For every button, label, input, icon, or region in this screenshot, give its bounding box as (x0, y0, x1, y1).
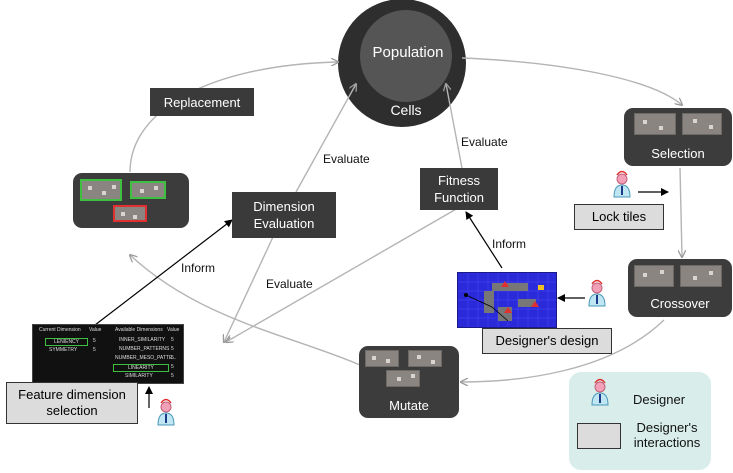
designer-person-icon (156, 398, 176, 426)
crossover-label: Crossover (650, 296, 710, 311)
current-row-1-value: 5 (93, 338, 96, 344)
legend-designer-label: Designer (633, 392, 686, 407)
available-value-header: Value (167, 327, 180, 333)
evaluate-label-fitness: Evaluate (461, 135, 508, 149)
arrow-population-to-selection (461, 57, 682, 105)
available-row-4: LINEARITY (113, 364, 169, 372)
arrow-cells-to-population (129, 62, 338, 173)
dimension-evaluation-node: Dimension Evaluation (232, 192, 336, 238)
available-row-4-value: 5 (171, 364, 174, 370)
arrow-crossover-to-mutate (461, 319, 665, 382)
selection-thumbnail-1 (634, 113, 676, 135)
crossover-thumbnail-1 (634, 265, 674, 287)
replacement-node: Replacement (150, 88, 254, 116)
available-row-3: NUMBER_MESO_PATTE... (115, 355, 177, 361)
current-row-2-value: 5 (93, 347, 96, 353)
available-row-2-value: 5 (171, 346, 174, 352)
legend-interaction-swatch (577, 423, 621, 449)
available-row-5-value: 5 (171, 373, 174, 379)
mutate-thumbnail-2 (408, 350, 442, 367)
available-row-5: SIMILARITY (125, 373, 153, 379)
current-value-header: Value (89, 327, 102, 333)
population-title: Population (372, 44, 444, 61)
mutate-label: Mutate (389, 398, 429, 413)
lock-tiles-box: Lock tiles (574, 204, 664, 230)
available-row-1-value: 5 (171, 337, 174, 343)
feature-dimension-selection-box: Feature dimension selection (6, 382, 138, 424)
crossover-thumbnail-2 (680, 265, 722, 287)
arrow-fitness-to-population (446, 84, 463, 169)
current-dimension-header: Current Dimension (39, 327, 81, 333)
available-row-2: NUMBER_PATTERNS (119, 346, 170, 352)
fitness-function-node: Fitness Function (420, 168, 498, 210)
arrow-dimension-to-population (295, 84, 356, 193)
cell-thumbnail-3 (113, 205, 147, 222)
legend-designer-icon (590, 378, 610, 406)
designer-person-icon (612, 170, 632, 198)
arrow-dimension-to-mutate-evaluate (224, 236, 274, 342)
mutate-thumbnail-3 (386, 370, 420, 387)
population-node (338, 0, 466, 127)
feature-dimension-panel: Current Dimension Value LENIENCY 5 SYMME… (32, 324, 184, 384)
designers-design-box: Designer's design (482, 328, 612, 354)
evaluate-label-top: Evaluate (323, 152, 370, 166)
inform-label-left: Inform (181, 261, 216, 275)
inform-label-right: Inform (492, 237, 527, 251)
designer-design-map (457, 272, 557, 328)
mutate-thumbnail-1 (365, 350, 399, 367)
arrow-fitness-to-mutate-evaluate (226, 207, 459, 342)
current-row-1: LENIENCY (45, 338, 89, 346)
designer-person-icon (587, 279, 607, 307)
population-subtitle: Cells (390, 102, 422, 118)
available-row-3-value: 5 (171, 355, 174, 361)
available-dimension-header: Available Dimensions (115, 327, 163, 333)
arrow-inform-fitness (465, 211, 503, 269)
cell-thumbnail-2 (130, 181, 166, 199)
current-row-2: SYMMETRY (49, 347, 78, 353)
arrow-selection-to-crossover (680, 167, 682, 257)
legend-interactions-label: Designer's interactions (633, 420, 701, 450)
selection-thumbnail-2 (682, 113, 722, 135)
available-row-1: INNER_SIMILARITY (119, 337, 166, 343)
selection-label: Selection (651, 146, 705, 161)
arrow-inform-dimension (94, 219, 233, 326)
cell-thumbnail-1 (80, 179, 122, 201)
evaluate-label-lower: Evaluate (266, 277, 313, 291)
